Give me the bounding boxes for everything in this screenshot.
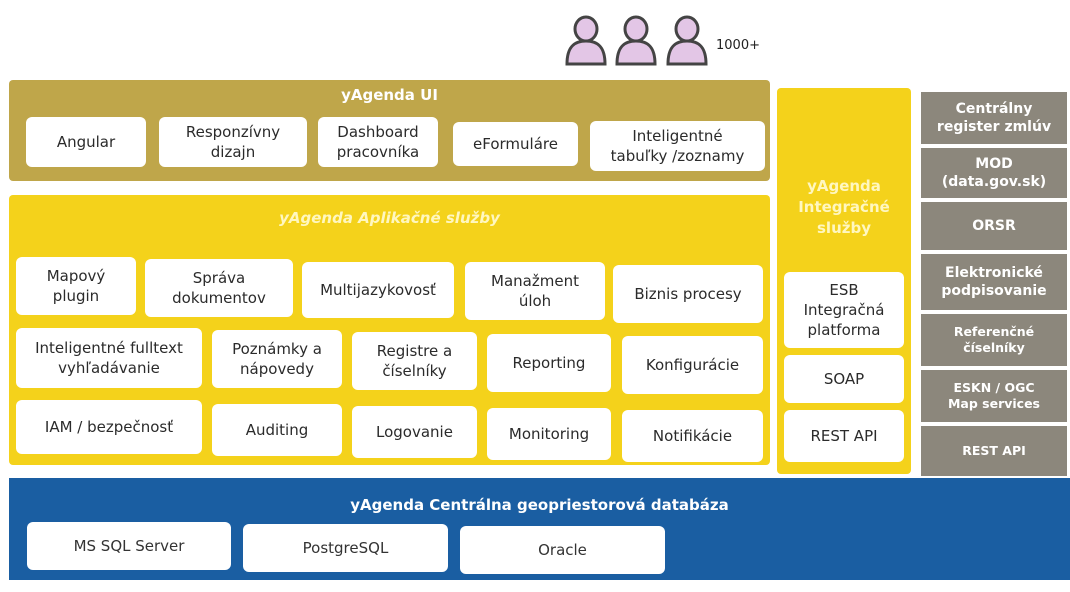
app-item-iam-security: IAM / bezpečnosť [16,400,202,454]
integration-item-soap: SOAP [784,355,904,403]
integration-item-rest-api: REST API [784,410,904,462]
app-item-document-management: Správa dokumentov [145,259,293,317]
db-item-oracle: Oracle [460,526,665,574]
external-mod-data-gov: MOD (data.gov.sk) [921,148,1067,198]
app-item-auditing: Auditing [212,404,342,456]
ui-item-dashboard: Dashboard pracovníka [318,117,438,167]
app-item-notes-help: Poznámky a nápovedy [212,330,342,388]
app-layer-title: yAgenda Aplikačné služby [279,209,500,227]
app-item-task-management: Manažment úloh [465,262,605,320]
external-reference-codelists: Referenčné číselníky [921,314,1067,366]
ui-layer-title: yAgenda UI [341,86,438,104]
app-item-fulltext-search: Inteligentné fulltext vyhľadávanie [16,328,202,388]
app-item-map-plugin: Mapový plugin [16,257,136,315]
user-icon [615,15,657,66]
ui-item-smart-tables: Inteligentné tabuľky /zoznamy [590,121,765,171]
ui-item-angular: Angular [26,117,146,167]
app-item-business-processes: Biznis procesy [613,265,763,323]
external-rest-api: REST API [921,426,1067,476]
integration-layer-title: yAgenda Integračné služby [798,177,890,237]
external-eskn-ogc-map-services: ESKN / OGC Map services [921,370,1067,422]
app-item-multilanguage: Multijazykovosť [302,262,454,318]
ui-item-eforms: eFormuláre [453,122,578,166]
app-item-monitoring: Monitoring [487,408,611,460]
user-icon [666,15,708,66]
users-count: 1000+ [716,38,760,53]
app-item-logging: Logovanie [352,406,477,458]
app-item-configurations: Konfigurácie [622,336,763,394]
external-electronic-signing: Elektronické podpisovanie [921,254,1067,310]
external-orsr: ORSR [921,202,1067,250]
db-item-mssql: MS SQL Server [27,522,231,570]
external-central-contracts-register: Centrálny register zmlúv [921,92,1067,144]
db-layer-title: yAgenda Centrálna geopriestorová databáz… [350,496,729,514]
app-item-notifications: Notifikácie [622,410,763,462]
db-item-postgresql: PostgreSQL [243,524,448,572]
integration-item-esb: ESB Integračná platforma [784,272,904,348]
app-item-reporting: Reporting [487,334,611,392]
user-icon [565,15,607,66]
app-item-registers: Registre a číselníky [352,332,477,390]
ui-item-responsive: Responzívny dizajn [159,117,307,167]
